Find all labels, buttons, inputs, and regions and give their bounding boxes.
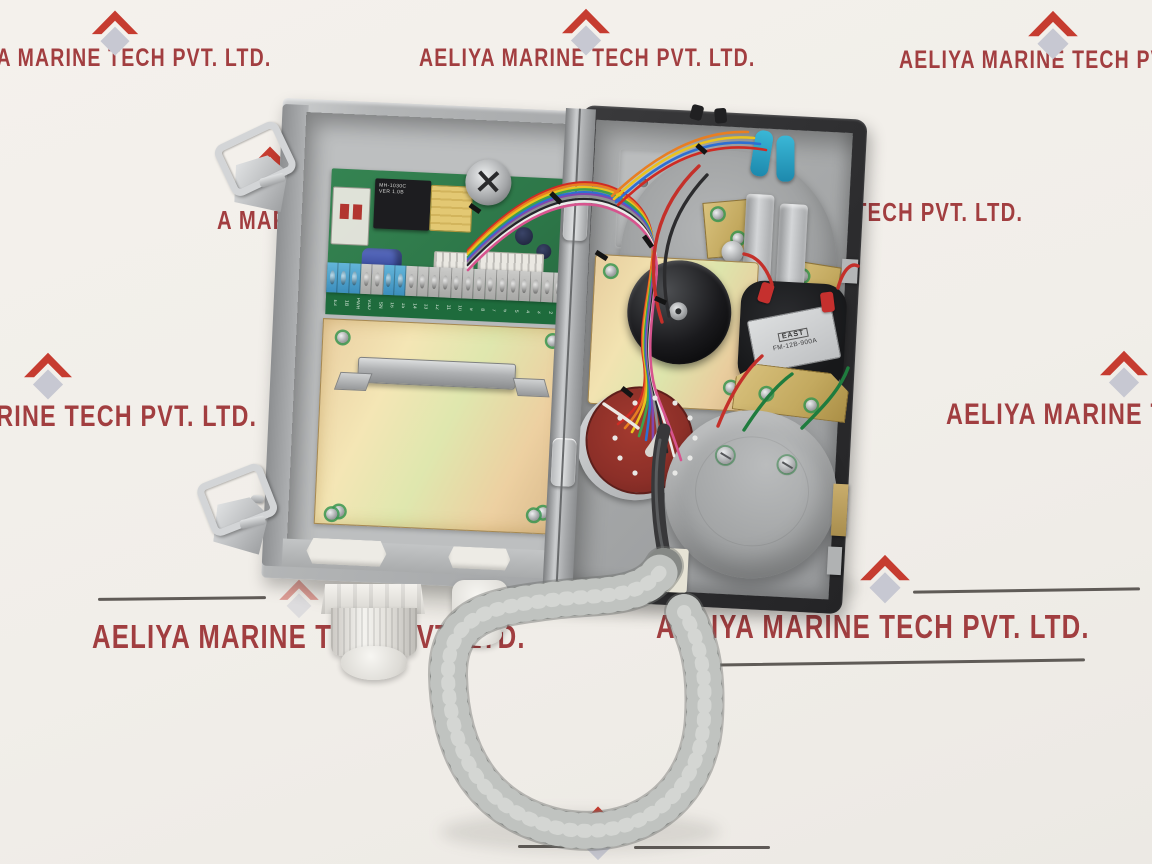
terminal-label: 10: [456, 305, 463, 312]
latch-catch: [841, 258, 859, 284]
terminal-label: 14: [411, 303, 417, 310]
terminal-label: 6: [501, 308, 508, 312]
plate-screw: [605, 265, 617, 277]
handle-end: [512, 377, 550, 398]
hinge-knuckle: [550, 437, 577, 487]
brand-logo-icon: [20, 346, 76, 404]
terminal-label: SN: [377, 301, 383, 309]
cable-clip: [713, 107, 728, 124]
latch-catch: [830, 483, 849, 537]
watermark-rule: [97, 596, 267, 601]
gland-dome: [458, 624, 502, 646]
terminal-label: 12: [433, 304, 440, 311]
plate-screw: [336, 331, 349, 344]
watermark-text: AELIYA MARINE TECH PVT. LTD.: [0, 44, 272, 72]
terminal-label: 1B: [343, 299, 349, 307]
handle-end: [333, 371, 373, 392]
latch-catch: [826, 546, 843, 576]
capacitor-small: [514, 226, 534, 246]
gland-dome: [341, 646, 407, 680]
terminal-label: 7: [490, 308, 496, 312]
gland-locknut-inner: [448, 546, 511, 571]
standoff-screw: [665, 561, 678, 574]
relay-clear-cover: [330, 186, 372, 247]
brand-logo-icon: [88, 4, 142, 60]
blue-crimp-connector: [776, 135, 795, 182]
dome-ring-mark: [692, 433, 812, 550]
gland-locknut-inner: [306, 538, 387, 568]
watermark-text: AELIYA MARINE TECH PVT. LTD.: [656, 608, 1090, 645]
watermark-rule: [912, 587, 1141, 594]
ringer-label-plate: EAST FM-12B-900A: [746, 304, 842, 375]
watermark-text: TECH PVT. LTD.: [854, 197, 1024, 227]
handle-bracket: [357, 356, 517, 390]
bracket-screw: [711, 208, 724, 221]
pcb-module-version: VER 1.0B: [378, 188, 405, 196]
terminal-label: 8: [479, 307, 485, 311]
terminal-label: 16: [388, 302, 395, 309]
brand-logo-icon: [1096, 344, 1152, 402]
terminal-label: 4: [524, 309, 530, 313]
draw-latch-top: [211, 118, 307, 229]
brand-logo-icon: [1024, 4, 1082, 64]
terminal-label: 15: [399, 302, 406, 309]
terminal-label: 5: [513, 309, 519, 313]
brand-logo-icon: [276, 574, 322, 622]
terminal-label: 3: [535, 310, 542, 314]
cord-standoff: [654, 547, 689, 594]
terminal-label: 11: [445, 304, 451, 311]
terminal-label: VDD: [365, 298, 372, 310]
pcb-module: MH-1030C VER 1.0B: [373, 178, 432, 231]
mounting-plate: [313, 318, 567, 535]
red-crimp-terminal: [819, 291, 836, 313]
cast-shadow: [440, 812, 720, 852]
watermark-text: AELIYA MARINE TECH PVT. LTD.: [0, 400, 258, 433]
bracket-screw: [760, 388, 772, 400]
terminal-label: 13: [422, 303, 429, 310]
terminal-label: 9: [467, 307, 474, 311]
terminal-label: E3: [331, 299, 338, 306]
hinge-knuckle: [562, 192, 589, 242]
terminal-label: PWR: [354, 297, 361, 310]
enclosure-left-half: MH-1030C VER 1.0B MH18PJ-JP-PCB E31BPWRV…: [194, 98, 578, 591]
watermark-text: AELIYA MARINE TECH PVT. LTD.: [946, 398, 1152, 431]
bracket-screw: [805, 399, 817, 411]
watermark-text: AELIYA MARINE TECH PVT. LTD.: [899, 46, 1152, 74]
brand-logo-icon: [856, 548, 914, 608]
motor-shaft: [668, 301, 688, 321]
watermark-rule: [707, 658, 1086, 667]
terminal-label: 2: [547, 310, 553, 314]
enclosure-lid: EAST FM-12B-900A: [557, 103, 868, 615]
brand-logo-icon: [558, 2, 614, 60]
draw-latch-bottom: [194, 460, 291, 573]
